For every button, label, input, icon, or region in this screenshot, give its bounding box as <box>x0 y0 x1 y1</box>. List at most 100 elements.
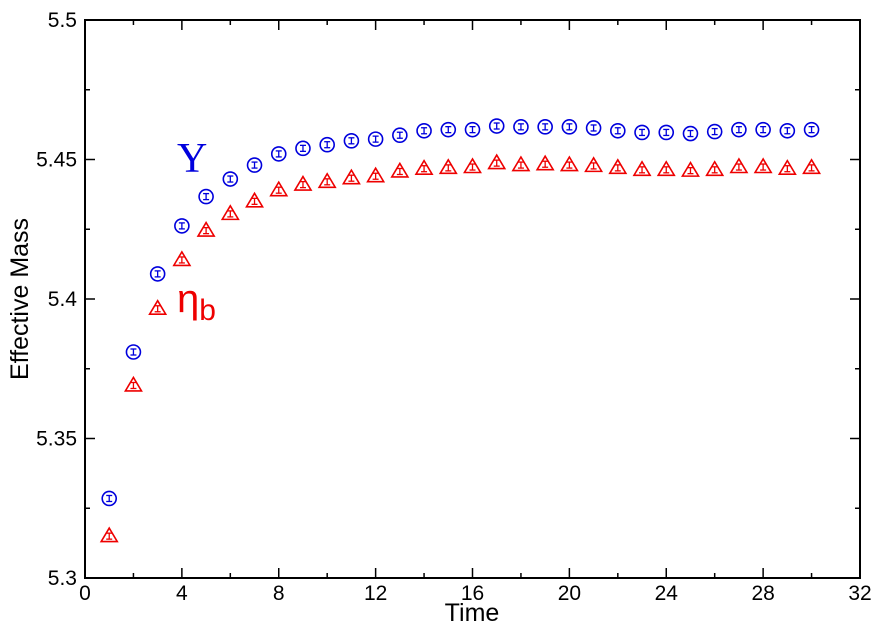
triangle-marker <box>366 166 386 183</box>
circle-marker <box>464 121 481 138</box>
triangle-marker <box>656 160 676 177</box>
circle-marker <box>367 131 384 147</box>
circle-marker <box>658 124 675 141</box>
data-point <box>803 121 820 138</box>
data-point <box>101 490 118 507</box>
triangle-marker <box>802 158 822 175</box>
x-tick-label: 32 <box>848 582 871 605</box>
triangle-marker <box>487 153 507 170</box>
circle-marker <box>149 266 166 282</box>
data-point <box>513 119 529 135</box>
data-point <box>682 125 699 142</box>
data-point <box>174 218 190 234</box>
triangle-marker <box>729 157 749 174</box>
data-point <box>706 123 723 140</box>
data-point <box>148 299 168 316</box>
triangle-marker <box>753 157 773 174</box>
data-point <box>464 121 481 138</box>
data-point <box>198 188 214 205</box>
data-point <box>366 166 386 183</box>
triangle-marker <box>220 204 240 221</box>
x-tick-label: 24 <box>655 582 679 605</box>
y-tick-label: 5.4 <box>48 288 78 311</box>
data-point <box>779 122 796 139</box>
triangle-marker <box>463 157 482 174</box>
circle-marker <box>803 121 820 138</box>
series-label-upsilon: Υ <box>177 136 207 182</box>
circle-marker <box>585 120 602 136</box>
triangle-marker <box>705 160 725 177</box>
triangle-marker <box>293 174 313 191</box>
x-tick-label: 12 <box>364 582 387 605</box>
data-point <box>802 158 822 175</box>
data-point <box>172 250 192 267</box>
data-point <box>535 154 555 171</box>
circle-marker <box>198 188 214 205</box>
x-tick-label: 4 <box>176 582 188 605</box>
data-point <box>125 344 142 360</box>
circle-marker <box>270 146 287 162</box>
triangle-marker <box>99 526 119 543</box>
data-point <box>220 204 240 221</box>
triangle-marker <box>559 155 579 172</box>
circle-marker <box>488 118 505 134</box>
data-point <box>487 153 507 170</box>
data-point <box>681 161 700 177</box>
data-point <box>729 157 749 174</box>
circle-marker <box>537 119 553 135</box>
circle-marker <box>779 122 796 139</box>
circle-marker <box>610 122 626 139</box>
data-point <box>293 174 313 191</box>
data-point <box>537 119 553 135</box>
x-tick-label: 16 <box>461 582 484 605</box>
series-label-eta-b: ηb <box>177 277 216 327</box>
data-point <box>222 171 239 187</box>
data-point <box>341 168 361 185</box>
data-point <box>634 124 650 141</box>
x-tick-label: 28 <box>751 582 774 605</box>
triangle-marker <box>148 299 168 316</box>
series-upsilon <box>101 118 820 507</box>
data-point <box>755 121 771 138</box>
triangle-marker <box>341 168 361 185</box>
data-point <box>196 221 216 237</box>
circle-marker <box>731 121 747 138</box>
circle-marker <box>174 218 190 234</box>
y-tick-label: 5.45 <box>36 149 77 172</box>
circle-marker <box>222 171 239 187</box>
triangle-marker <box>777 159 797 175</box>
triangle-marker <box>196 221 216 237</box>
axis-ticks <box>84 19 861 579</box>
data-point <box>511 155 531 172</box>
data-point <box>561 119 578 135</box>
triangle-marker <box>172 250 192 267</box>
data-point <box>438 158 458 175</box>
y-tick-label: 5.5 <box>48 9 77 32</box>
triangle-marker <box>632 160 652 177</box>
data-point <box>559 155 579 172</box>
data-point <box>414 159 434 175</box>
data-point <box>608 158 628 175</box>
data-point <box>149 266 166 282</box>
triangle-marker <box>535 154 555 171</box>
circle-marker <box>706 123 723 140</box>
data-point <box>390 161 410 178</box>
data-point <box>585 120 602 136</box>
data-point <box>392 127 408 144</box>
data-point <box>610 122 626 139</box>
y-tick-label: 5.35 <box>36 428 77 451</box>
circle-marker <box>440 121 457 138</box>
circle-marker <box>682 125 699 142</box>
triangle-marker <box>511 155 531 172</box>
triangle-marker <box>123 375 143 392</box>
data-point <box>317 172 337 189</box>
data-point <box>488 118 505 134</box>
x-axis-title: Time <box>445 599 500 623</box>
data-point <box>440 121 457 138</box>
data-point <box>367 131 384 147</box>
triangle-marker <box>414 159 434 175</box>
data-point <box>246 157 263 173</box>
series-eta-b <box>99 153 822 543</box>
triangle-marker <box>245 191 264 208</box>
